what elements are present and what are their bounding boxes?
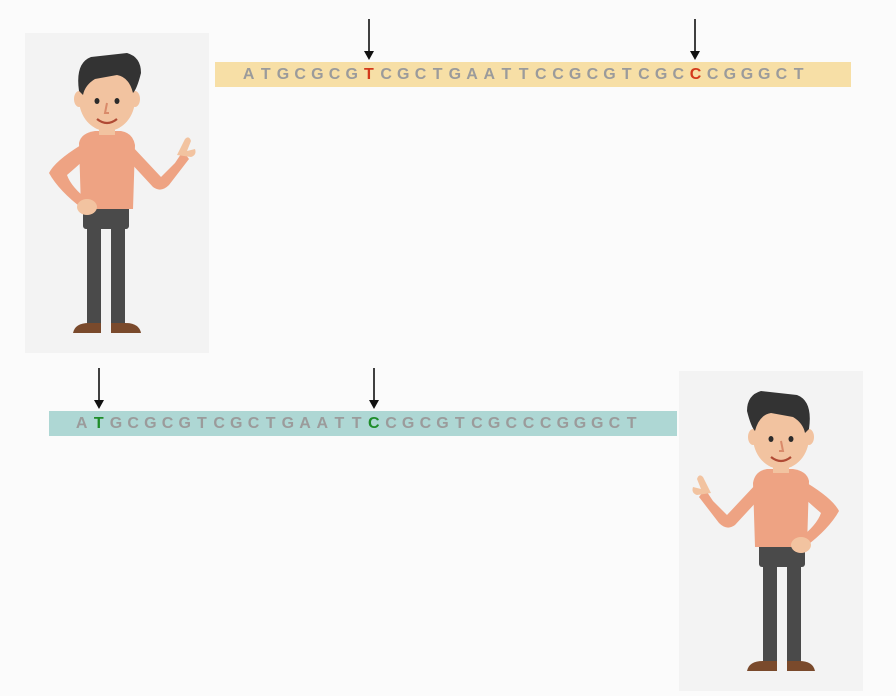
person-pointing-left-icon: [692, 391, 839, 671]
top-base: C: [380, 66, 392, 83]
bottom-base: C: [419, 415, 432, 432]
bottom-base: G: [281, 415, 295, 432]
bottom-base: T: [454, 415, 465, 432]
bottom-base: T: [351, 415, 362, 432]
bottom-base: T: [197, 415, 207, 432]
arrow-down-icon: [368, 368, 380, 410]
top-base: C: [775, 66, 788, 83]
top-base: T: [518, 66, 529, 83]
bottom-base: C: [385, 415, 397, 432]
top-base: C: [586, 66, 599, 83]
bottom-base: C: [161, 415, 174, 432]
top-base: C: [552, 66, 564, 83]
top-base: C: [689, 66, 702, 83]
top-base: G: [568, 66, 582, 83]
bottom-base: G: [178, 415, 191, 432]
bottom-base: C: [505, 415, 518, 432]
bottom-base: C: [608, 415, 621, 432]
person-right-panel: [679, 371, 863, 691]
top-base: G: [723, 66, 737, 83]
bottom-base: T: [93, 415, 104, 432]
top-base: T: [364, 66, 374, 83]
bottom-base: G: [556, 415, 570, 432]
bottom-base: G: [573, 415, 587, 432]
top-base: C: [328, 66, 341, 83]
arrow-down-icon: [689, 19, 701, 61]
bottom-base: A: [75, 415, 88, 432]
person-left-panel: [25, 33, 209, 353]
bottom-base: C: [471, 415, 483, 432]
arrow-down-icon: [363, 19, 375, 61]
top-base: G: [276, 66, 290, 83]
top-base: C: [638, 66, 650, 83]
top-base: G: [740, 66, 754, 83]
top-base: G: [603, 66, 616, 83]
top-base: T: [260, 66, 271, 83]
bottom-base: G: [487, 415, 501, 432]
bottom-base: T: [626, 415, 637, 432]
top-base: C: [294, 66, 306, 83]
bottom-base: C: [247, 415, 260, 432]
top-base: G: [397, 66, 410, 83]
bottom-base: C: [539, 415, 552, 432]
top-base: T: [621, 66, 632, 83]
bottom-base: G: [109, 415, 123, 432]
bottom-base: C: [213, 415, 225, 432]
bottom-base: C: [127, 415, 139, 432]
bottom-base: G: [590, 415, 604, 432]
top-base: G: [757, 66, 771, 83]
top-base: C: [414, 66, 427, 83]
bottom-base: C: [522, 415, 535, 432]
top-base: G: [311, 66, 324, 83]
top-base: A: [466, 66, 478, 83]
top-base: A: [242, 66, 255, 83]
top-base: A: [483, 66, 495, 83]
bottom-base: T: [265, 415, 276, 432]
person-pointing-right-icon: [49, 53, 196, 333]
top-base: C: [706, 66, 719, 83]
bottom-base: G: [230, 415, 243, 432]
top-base: C: [672, 66, 685, 83]
bottom-base: A: [299, 415, 311, 432]
bottom-base: T: [334, 415, 345, 432]
top-base: T: [432, 66, 443, 83]
arrow-down-icon: [93, 368, 105, 410]
top-base: T: [793, 66, 804, 83]
top-base: G: [345, 66, 358, 83]
bottom-base: G: [144, 415, 157, 432]
bottom-base: G: [436, 415, 449, 432]
bottom-base: G: [401, 415, 415, 432]
bottom-base: A: [316, 415, 328, 432]
bottom-base: C: [368, 415, 380, 432]
top-base: T: [501, 66, 512, 83]
top-base: G: [448, 66, 462, 83]
top-base: C: [535, 66, 547, 83]
top-base: G: [654, 66, 668, 83]
